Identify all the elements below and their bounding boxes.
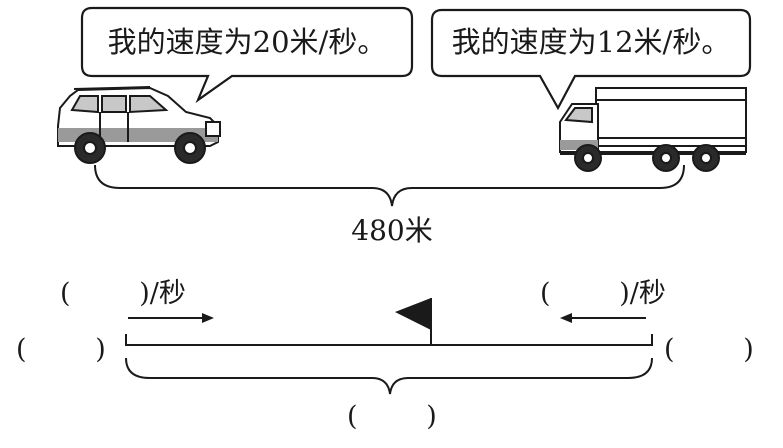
bottom-total-brace xyxy=(126,358,652,394)
truck-direction-arrow xyxy=(560,313,646,323)
car-speed-blank: ( )/秒 xyxy=(60,278,186,309)
distance-label: 480米 xyxy=(351,214,432,247)
car-speech-text: 我的速度为20米/秒。 xyxy=(108,25,387,59)
right-end-blank: ( ) xyxy=(664,334,754,365)
truck-speed-blank: ( )/秒 xyxy=(540,278,666,309)
top-distance-brace xyxy=(95,165,684,206)
truck-illustration xyxy=(560,88,746,171)
car-speech-bubble: 我的速度为20米/秒。 xyxy=(82,8,412,100)
meeting-point-flag xyxy=(395,298,431,345)
total-distance-blank: ( ) xyxy=(347,401,437,432)
left-end-blank: ( ) xyxy=(16,334,106,365)
suv-car-illustration xyxy=(58,87,220,163)
truck-speech-text: 我的速度为12米/秒。 xyxy=(452,25,731,59)
car-direction-arrow xyxy=(128,313,214,323)
bottom-segment-diagram xyxy=(126,334,652,346)
